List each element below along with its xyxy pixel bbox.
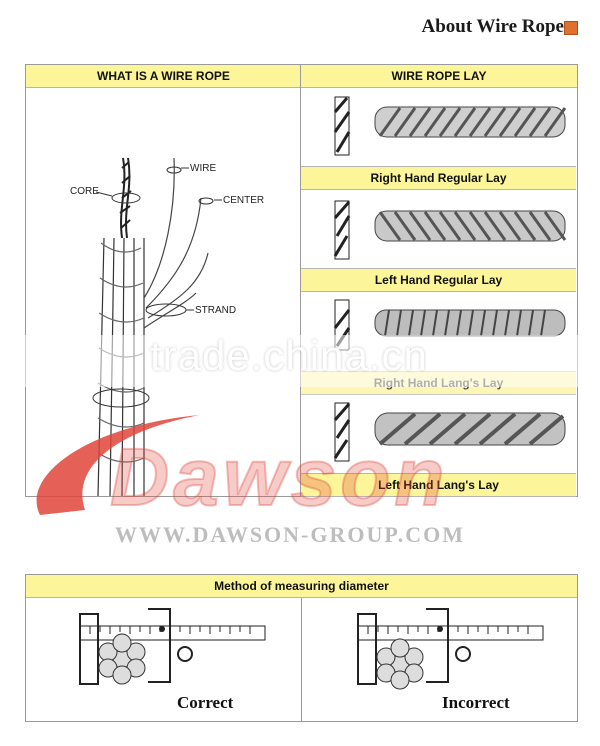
left-hand-langs-lay-image: [333, 402, 566, 462]
lay-header: WIRE ROPE LAY: [301, 65, 577, 88]
trade-watermark: trade.china.cn: [150, 332, 428, 379]
measuring-header: Method of measuring diameter: [26, 575, 577, 598]
wire-label: WIRE: [190, 163, 216, 174]
page-title: About Wire Rope: [421, 16, 564, 37]
right-hand-regular-lay-caption: Right Hand Regular Lay: [301, 166, 576, 190]
core-label: CORE: [70, 186, 99, 197]
wire-rope-anatomy-panel: WHAT IS A WIRE ROPE CORE WIRE CENTER: [25, 64, 302, 497]
right-hand-regular-lay-image: [333, 96, 567, 156]
center-label: CENTER: [223, 195, 264, 206]
url-watermark: WWW.DAWSON-GROUP.COM: [115, 522, 466, 547]
panel-divider: [301, 598, 302, 721]
title-bullet-icon: [564, 21, 578, 35]
anatomy-header: WHAT IS A WIRE ROPE: [26, 65, 301, 88]
incorrect-label: Incorrect: [442, 693, 510, 712]
measuring-diameter-panel: Method of measuring diameter: [25, 574, 578, 722]
strand-label: STRAND: [195, 305, 236, 316]
dawson-logo-watermark: Dawson: [36, 415, 448, 524]
left-hand-regular-lay-image: [333, 200, 567, 260]
dawson-logo-text: Dawson: [110, 432, 448, 523]
rope-core: [119, 157, 132, 239]
correct-caliper-image: [79, 608, 266, 685]
watermark-band: [0, 335, 600, 387]
strand-wires: [143, 157, 209, 329]
left-hand-langs-lay-caption: Left Hand Lang's Lay: [301, 473, 576, 497]
correct-label: Correct: [177, 693, 234, 712]
left-hand-regular-lay-caption: Left Hand Regular Lay: [301, 268, 576, 292]
incorrect-caliper-image: [357, 608, 544, 690]
